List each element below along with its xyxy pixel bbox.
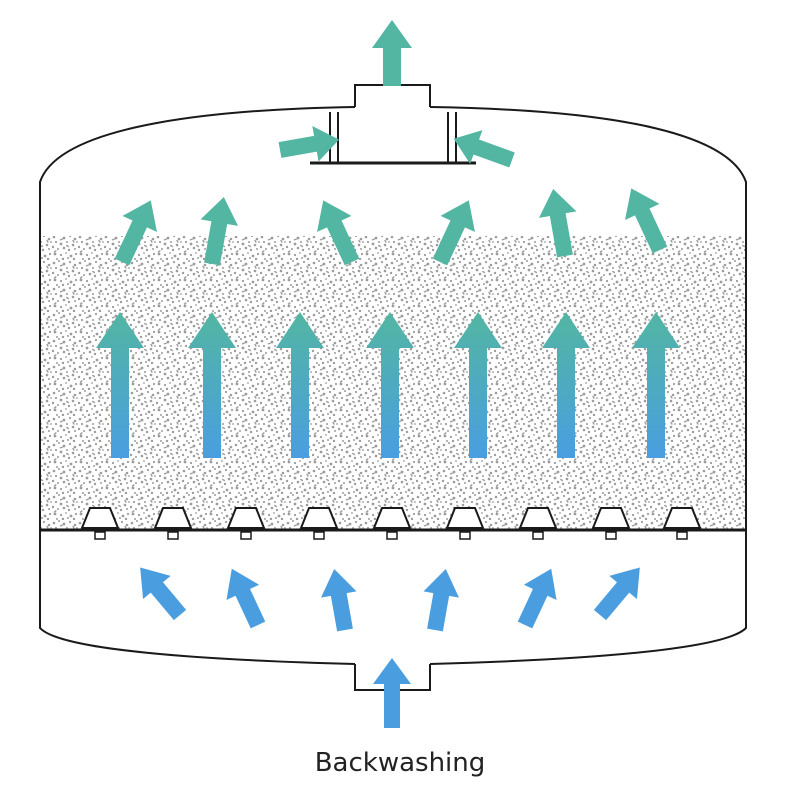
outlet-arrows (114, 20, 668, 266)
strainer-nozzle (662, 507, 702, 540)
strainer-nozzle (153, 507, 193, 540)
column-arrow (96, 312, 144, 458)
strainer-nozzle (226, 507, 266, 540)
inlet-arrow (593, 567, 640, 621)
outlet-arrow (317, 200, 360, 266)
inlet-arrow (373, 658, 411, 728)
inlet-arrow (140, 567, 187, 621)
vessel-outline (39, 106, 747, 665)
strainer-nozzle (80, 507, 120, 540)
inlet-arrow (423, 568, 459, 632)
outlet-arrow (278, 126, 340, 162)
outlet-arrow (432, 200, 475, 266)
outlet-arrow (453, 130, 515, 168)
column-arrow (632, 312, 680, 458)
inlet-arrow (321, 568, 357, 632)
outlet-arrow (200, 197, 239, 266)
outlet-arrow (114, 200, 157, 266)
column-arrow (454, 312, 502, 458)
inlet-arrow (517, 568, 557, 629)
strainer-nozzle (299, 507, 339, 540)
inlet-arrow (226, 568, 266, 629)
caption: Backwashing (314, 748, 486, 778)
strainer-nozzle (372, 507, 412, 540)
outlet-arrow (372, 20, 412, 86)
strainer-nozzle (445, 507, 485, 540)
strainer-nozzle (591, 507, 631, 540)
strainer-nozzle (518, 507, 558, 540)
column-arrow (366, 312, 414, 458)
column-arrow (542, 312, 590, 458)
outlet-pipe (354, 84, 431, 107)
inlet-arrows (140, 567, 640, 728)
column-arrow (188, 312, 236, 458)
column-arrow (276, 312, 324, 458)
column-arrows (96, 312, 680, 458)
outlet-arrow (625, 188, 668, 254)
outlet-arrow (538, 189, 577, 258)
strainer-nozzles (80, 507, 702, 540)
